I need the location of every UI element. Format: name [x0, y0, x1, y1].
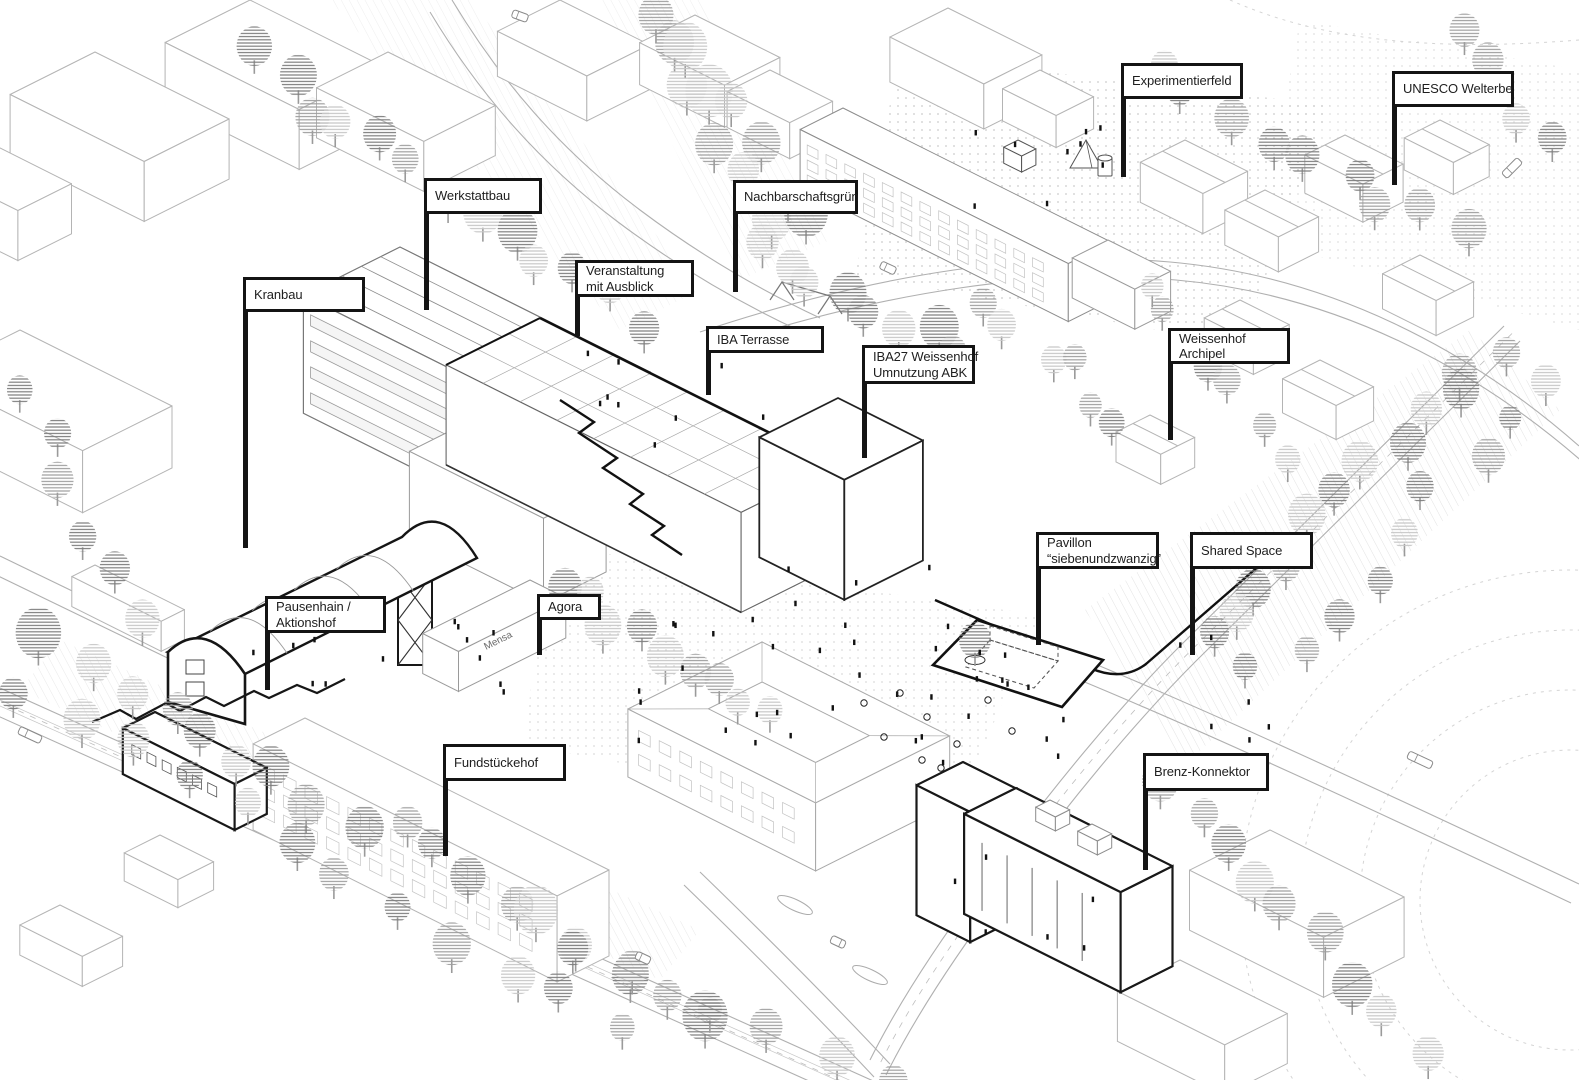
label-box: Agora — [537, 594, 601, 620]
label-nachbarschaftsgruen: Nachbarschaftsgrün — [733, 180, 859, 292]
label-fundstueckehof: Fundstückehof — [443, 744, 566, 856]
buildings — [0, 0, 1490, 1080]
label-leader-line — [243, 312, 248, 548]
label-text-line: Aktionshof — [276, 614, 336, 630]
label-leader-line — [1121, 99, 1126, 177]
label-text-line: “siebenundzwanzig” — [1047, 550, 1161, 566]
label-box: Nachbarschaftsgrün — [733, 180, 859, 214]
label-box: Pausenhain /Aktionshof — [265, 596, 386, 633]
label-leader-line — [1392, 107, 1397, 185]
label-text-line: Umnutzung ABK — [873, 364, 968, 380]
label-box: Pavillon“siebenundzwanzig” — [1036, 532, 1161, 569]
label-kranbau: Kranbau — [243, 277, 365, 548]
label-iba-terrasse: IBA Terrasse — [706, 326, 824, 395]
label-text-line: Shared Space — [1201, 542, 1283, 558]
label-box: Kranbau — [243, 277, 365, 312]
label-text-line: Pavillon — [1047, 535, 1092, 551]
label-box: IBA Terrasse — [706, 326, 824, 353]
label-text-line: Archipel — [1179, 346, 1226, 361]
label-shared-space: Shared Space — [1190, 532, 1313, 655]
label-box: Brenz-Konnektor — [1143, 753, 1269, 791]
label-agora: Agora — [537, 594, 601, 655]
label-leader-line — [443, 781, 448, 856]
label-text-line: Fundstückehof — [454, 754, 538, 770]
label-box: Werkstattbau — [424, 178, 542, 214]
label-text-line: Kranbau — [254, 286, 303, 302]
label-pausenhain-aktionshof: Pausenhain /Aktionshof — [265, 596, 386, 690]
label-leader-line — [265, 633, 270, 690]
label-box: Shared Space — [1190, 532, 1313, 569]
label-leader-line — [1190, 569, 1195, 655]
label-text-line: Nachbarschaftsgrün — [744, 189, 859, 205]
label-box: Experimentierfeld — [1121, 63, 1243, 99]
label-unesco-welterbe: UNESCO Welterbe — [1392, 71, 1514, 185]
label-brenz-konnektor: Brenz-Konnektor — [1143, 753, 1269, 870]
label-leader-line — [537, 620, 542, 655]
label-text-line: mit Ausblick — [586, 278, 654, 294]
label-leader-line — [706, 353, 711, 395]
label-text-line: Weissenhof — [1179, 330, 1246, 346]
label-text-line: Experimentierfeld — [1132, 73, 1232, 89]
label-pavillon-siebenundzwanzig: Pavillon“siebenundzwanzig” — [1036, 532, 1161, 645]
label-leader-line — [575, 297, 580, 336]
people-and-vehicles — [17, 9, 1523, 965]
label-text-line: UNESCO Welterbe — [1403, 81, 1513, 97]
label-experimentierfeld: Experimentierfeld — [1121, 63, 1243, 177]
label-text-line: Werkstattbau — [435, 188, 511, 204]
label-box: Fundstückehof — [443, 744, 566, 781]
label-leader-line — [424, 214, 429, 310]
label-leader-line — [733, 214, 738, 292]
label-text-line: Agora — [548, 599, 583, 615]
label-leader-line — [1036, 569, 1041, 645]
label-leader-line — [1143, 791, 1148, 870]
label-leader-line — [1168, 364, 1173, 440]
label-leader-line — [862, 384, 867, 458]
label-text-line: IBA Terrasse — [717, 331, 790, 347]
label-box: UNESCO Welterbe — [1392, 71, 1514, 107]
label-text-line: Veranstaltung — [586, 263, 665, 279]
label-text-line: Brenz-Konnektor — [1154, 764, 1251, 780]
label-text-line: Pausenhain / — [276, 599, 351, 615]
label-werkstattbau: Werkstattbau — [424, 178, 542, 310]
label-text-line: IBA27 Weissenhof — [873, 349, 979, 365]
